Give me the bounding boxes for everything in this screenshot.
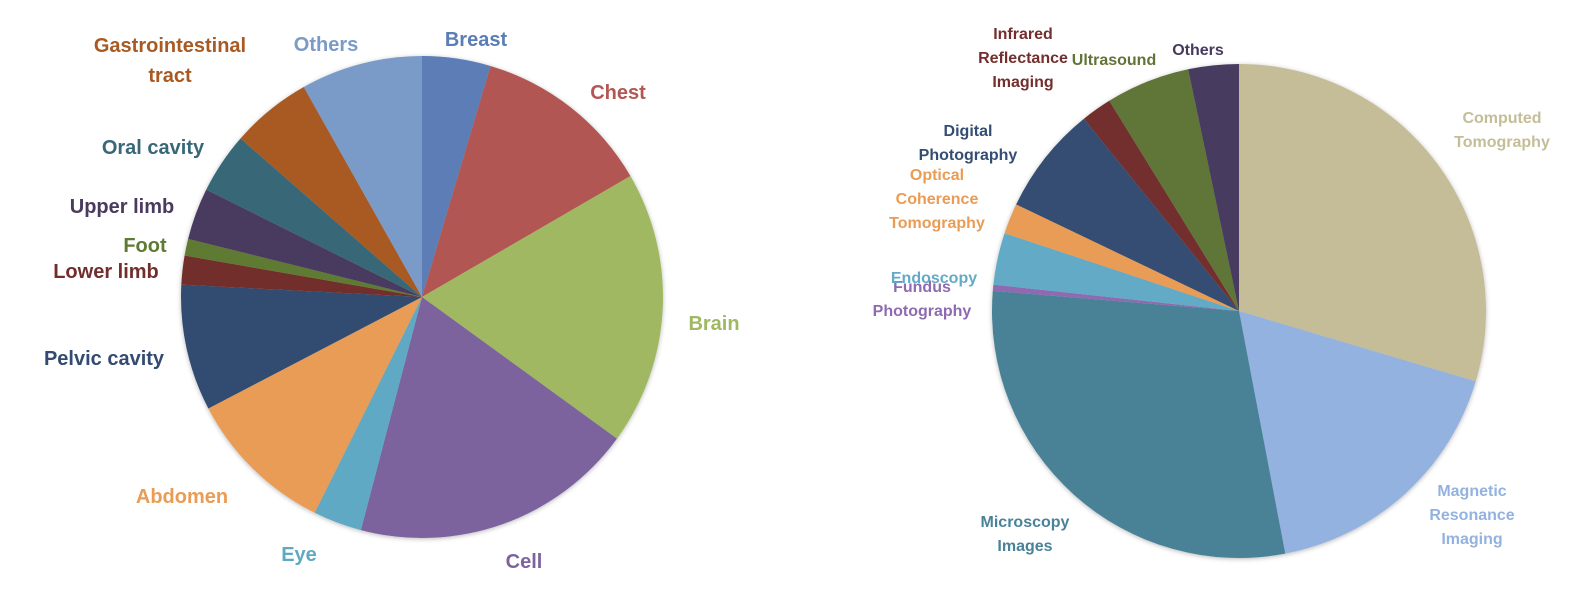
pie-slice-abdomen: [208, 297, 422, 513]
pie-slice-computed-tomography: [1239, 64, 1486, 382]
slice-label-brain: Brain: [688, 313, 739, 335]
slice-label-others: Others: [294, 34, 358, 56]
pie-slice-others: [303, 56, 422, 297]
pie-slice-upper-limb: [188, 189, 422, 297]
pie-slice-infrared-reflectance-imaging: [1083, 100, 1239, 311]
pie-slice-lower-limb: [181, 255, 422, 297]
pie-slice-others: [1188, 64, 1239, 311]
slice-label-chest: Chest: [590, 82, 646, 104]
pie-slice-digital-photography: [1016, 118, 1239, 311]
slice-label-breast: Breast: [445, 29, 508, 51]
pie-slice-brain: [422, 176, 663, 439]
imaging-modality-pie-chart: [991, 64, 1486, 558]
slice-label-others: Others: [1172, 42, 1224, 59]
slice-label-abdomen: Abdomen: [136, 486, 228, 508]
pie-slice-pelvic-cavity: [181, 284, 422, 409]
slice-label-foot: Foot: [123, 235, 167, 257]
pie-slice-gastrointestinal-tract: [240, 87, 422, 297]
pie-slice-breast: [422, 56, 491, 297]
slice-label-pelvic-cavity: Pelvic cavity: [44, 348, 165, 370]
pie-slice-oral-cavity: [206, 138, 422, 297]
pie-slice-microscopy-images: [991, 290, 1286, 558]
pie-slice-cell: [360, 297, 617, 539]
pie-slice-ultrasound: [1109, 69, 1239, 311]
pie-slice-fundus-photography: [992, 284, 1239, 311]
slice-label-lower-limb: Lower limb: [53, 261, 159, 283]
slice-label-eye: Eye: [281, 544, 317, 566]
pie-slice-optical-coherence-tomography: [1004, 204, 1239, 311]
pie-slice-foot: [184, 238, 422, 297]
body-region-pie-chart: [181, 56, 663, 539]
slice-label-cell: Cell: [506, 551, 543, 573]
slice-label-oral-cavity: Oral cavity: [102, 137, 205, 159]
pie-slice-endoscopy: [993, 233, 1239, 311]
slice-label-upper-limb: Upper limb: [70, 196, 174, 218]
pie-slice-chest: [422, 65, 631, 298]
slice-label-ultrasound: Ultrasound: [1072, 52, 1156, 69]
slice-label-endoscopy: Endoscopy: [891, 270, 977, 287]
pie-slice-eye: [314, 297, 422, 531]
pie-slice-magnetic-resonance-imaging: [1239, 311, 1476, 554]
